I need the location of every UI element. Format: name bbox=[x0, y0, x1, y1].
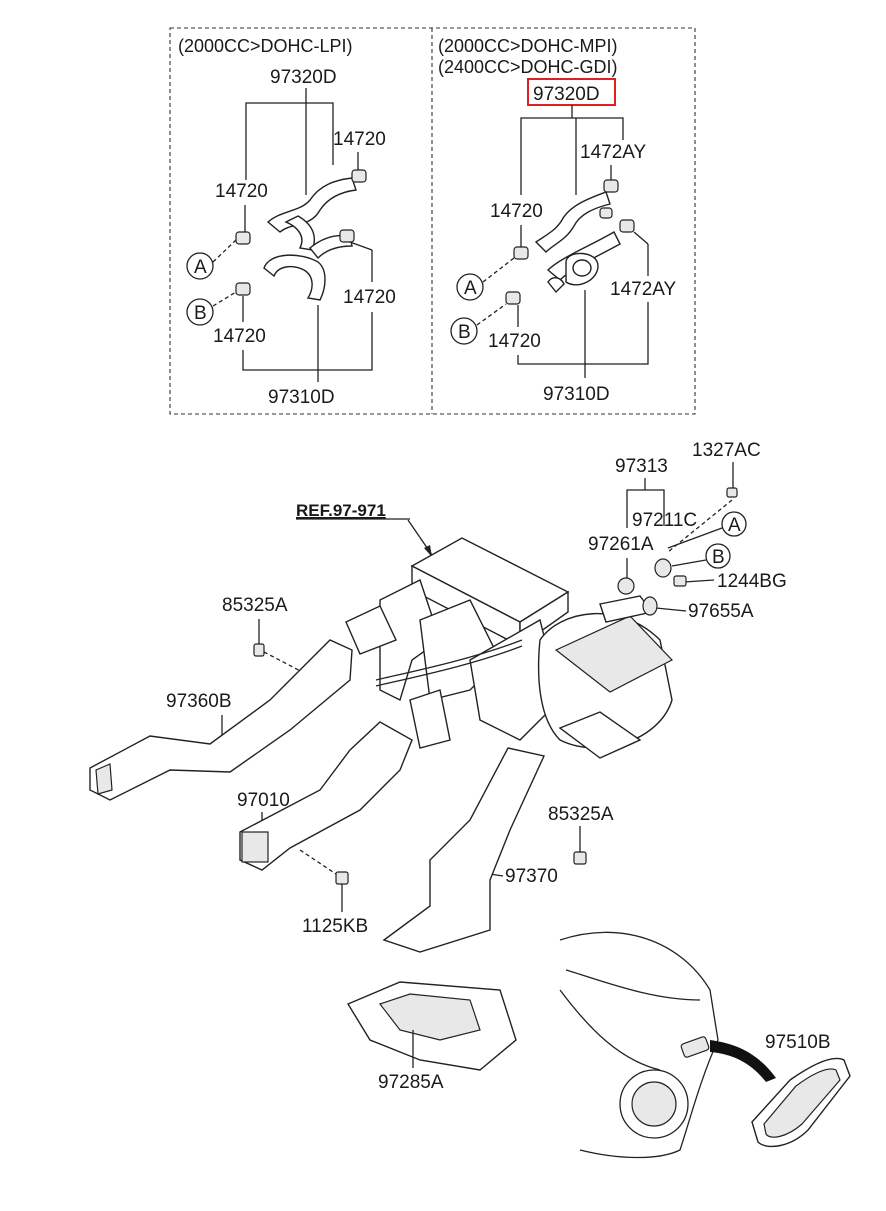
right-clamp-1 bbox=[603, 179, 619, 193]
marker-a bbox=[721, 511, 747, 537]
right-marker-a-text: A bbox=[464, 278, 477, 299]
right-top-leader bbox=[520, 117, 624, 195]
right-clamp-upper-right-label: 1472AY bbox=[580, 142, 647, 163]
right-clamp-3 bbox=[619, 219, 635, 233]
right-condition-2: (2400CC>DOHC-GDI) bbox=[438, 57, 618, 77]
left-clamp-2 bbox=[235, 231, 251, 245]
label-97510B: 97510B bbox=[765, 1032, 831, 1053]
wheel bbox=[619, 1069, 689, 1139]
label-1244BG: 1244BG bbox=[717, 571, 787, 592]
right-upper-hose bbox=[534, 191, 611, 253]
duct-97010 bbox=[239, 721, 413, 871]
label-1125KB: 1125KB bbox=[302, 916, 368, 937]
nut-1327AC bbox=[726, 487, 738, 498]
left-panel: (2000CC>DOHC-LPI) 97320D 14720 14720 A B… bbox=[178, 36, 396, 408]
ref-label[interactable]: REF.97-971 bbox=[296, 501, 386, 520]
left-clamp-lower-left-label: 14720 bbox=[213, 326, 266, 347]
right-clamp-mid-left-label: 14720 bbox=[490, 201, 543, 222]
seal-97655A bbox=[642, 596, 658, 616]
left-hose-top-label: 97320D bbox=[270, 67, 337, 88]
duct-97010-outlet bbox=[241, 831, 269, 863]
left-clamp-3 bbox=[339, 229, 355, 243]
screw-85325A-top bbox=[253, 643, 265, 657]
left-lower-hose bbox=[263, 254, 326, 301]
main-assembly: REF.97-971 97313 1327AC 9721 bbox=[89, 440, 851, 1159]
left-marker-a bbox=[186, 252, 214, 280]
left-marker-b bbox=[186, 298, 214, 326]
right-bottom-leader bbox=[517, 302, 649, 365]
left-bottom-leader bbox=[242, 312, 373, 371]
fitting-97211C bbox=[654, 558, 672, 578]
left-clamp-upper-right-label: 14720 bbox=[333, 129, 386, 150]
left-condition: (2000CC>DOHC-LPI) bbox=[178, 36, 353, 56]
grommet-97261A bbox=[617, 577, 635, 595]
left-marker-a-text: A bbox=[194, 257, 207, 278]
marker-b-text: B bbox=[712, 547, 725, 568]
vehicle-outline bbox=[559, 931, 776, 1159]
right-clamp-5 bbox=[505, 291, 521, 305]
label-97313: 97313 bbox=[615, 456, 668, 477]
screw-85325A-right bbox=[573, 851, 587, 865]
top-variant-panels bbox=[169, 27, 696, 415]
label-85325A-top: 85325A bbox=[222, 595, 288, 616]
right-marker-a bbox=[456, 273, 484, 301]
duct-97370 bbox=[382, 747, 545, 953]
left-clamp-1 bbox=[351, 169, 367, 183]
right-clamp-2 bbox=[599, 207, 613, 219]
left-clamp-4 bbox=[235, 282, 251, 296]
label-97655A: 97655A bbox=[688, 601, 754, 622]
right-hose-top-label: 97320D bbox=[533, 84, 600, 105]
left-clamp-lower-right-label: 14720 bbox=[343, 287, 396, 308]
label-97370: 97370 bbox=[505, 866, 558, 887]
screw-1244BG bbox=[673, 575, 687, 587]
screw-1125KB bbox=[335, 871, 349, 885]
label-97261A: 97261A bbox=[588, 534, 654, 555]
marker-b bbox=[705, 543, 731, 569]
left-top-leader bbox=[245, 102, 334, 180]
duct-97360B bbox=[89, 639, 353, 801]
left-upper-hose bbox=[266, 177, 357, 233]
left-clamp-mid-left-label: 14720 bbox=[215, 181, 268, 202]
label-97010: 97010 bbox=[237, 790, 290, 811]
left-hose-bottom-label: 97310D bbox=[268, 387, 335, 408]
label-1327AC: 1327AC bbox=[692, 440, 761, 461]
right-marker-b-text: B bbox=[458, 322, 471, 343]
right-clamp-lower-right-label: 1472AY bbox=[610, 279, 677, 300]
label-97285A: 97285A bbox=[378, 1072, 444, 1093]
right-clamp-lower-left-label: 14720 bbox=[488, 331, 541, 352]
marker-a-text: A bbox=[728, 515, 741, 536]
right-panel: (2000CC>DOHC-MPI) (2400CC>DOHC-GDI) 9732… bbox=[438, 36, 677, 405]
label-85325A-right: 85325A bbox=[548, 804, 614, 825]
vent-location bbox=[680, 1036, 710, 1058]
label-97360B: 97360B bbox=[166, 691, 232, 712]
right-hose-bottom-label: 97310D bbox=[543, 384, 610, 405]
hvac-unit bbox=[345, 537, 673, 759]
right-marker-b bbox=[450, 317, 478, 345]
right-clamp-4 bbox=[513, 246, 529, 260]
label-97211C: 97211C bbox=[632, 510, 697, 531]
left-marker-b-text: B bbox=[194, 303, 207, 324]
right-condition-1: (2000CC>DOHC-MPI) bbox=[438, 36, 618, 56]
